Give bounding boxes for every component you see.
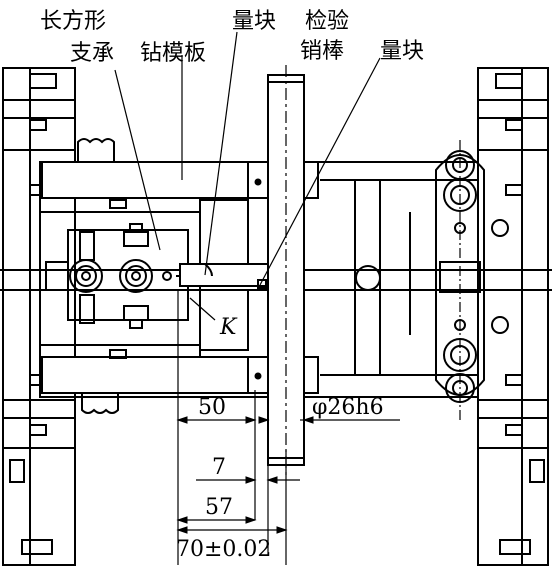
left-rail [2,67,76,566]
label-drill-plate: 钻模板 [140,41,206,66]
label-check: 检验 [305,9,349,34]
label-point-k: K [219,315,238,340]
dim-phi26: φ26h6 [312,395,384,420]
right-rail [477,67,549,566]
leader-lines [114,31,381,321]
label-pin: 销棒 [300,39,344,64]
rect-support-area [45,223,200,329]
gauge-block [179,263,269,289]
check-pin [267,65,305,475]
dim-7: 7 [212,455,226,480]
swing-plate [355,140,509,420]
dimension-lines [176,290,400,565]
dim-50: 50 [198,395,226,420]
dim-57: 57 [205,495,233,520]
dim-70: 70±0.02 [176,537,271,562]
label-rect-support-1: 长方形 [40,9,106,34]
label-gauge-block-top: 量块 [232,9,276,34]
label-rect-support-2: 支承 [70,41,114,66]
label-gauge-block-right: 量块 [380,39,424,64]
